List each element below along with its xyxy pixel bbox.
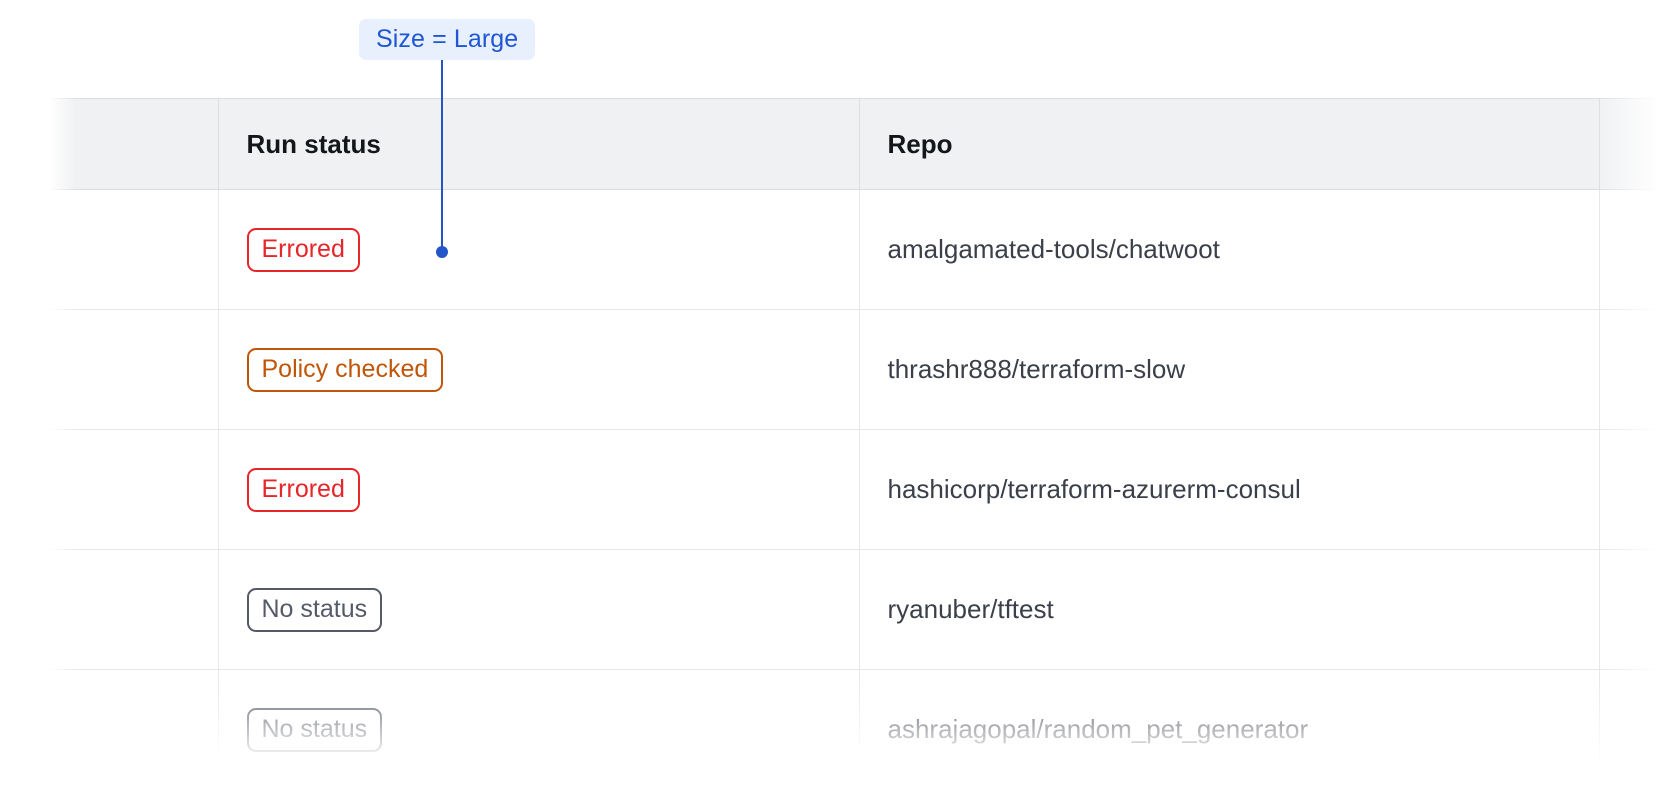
row-repo-cell: amalgamated-tools/chatwoot (859, 189, 1600, 310)
row-extra-cell (1599, 309, 1672, 430)
row-repo-cell: hashicorp/terraform-azurerm-consul (859, 429, 1600, 550)
row-run-status-cell: Policy checked (218, 309, 860, 430)
table-row[interactable]: Errored hashicorp/terraform-azurerm-cons… (50, 429, 1672, 550)
size-annotation-chip[interactable]: Size = Large (359, 19, 536, 60)
status-badge[interactable]: No status (246, 707, 383, 752)
status-badge[interactable]: Policy checked (246, 347, 444, 392)
row-extra-cell (1599, 670, 1672, 788)
repo-name[interactable]: thrashr888/terraform-slow (887, 354, 1186, 384)
row-select-cell[interactable] (50, 669, 219, 788)
row-select-cell[interactable] (50, 189, 219, 310)
table-row[interactable]: No status ryanuber/tftest (50, 549, 1672, 670)
row-select-cell[interactable] (50, 309, 219, 430)
column-header-run-status[interactable]: Run status (218, 98, 860, 190)
row-select-cell[interactable] (50, 429, 219, 550)
row-extra-cell (1599, 549, 1672, 670)
table-row[interactable]: No status ashrajagopal/random_pet_genera… (50, 669, 1672, 788)
column-header-extra[interactable] (1599, 98, 1672, 190)
row-select-cell[interactable] (50, 549, 219, 670)
row-extra-cell (1599, 429, 1672, 550)
column-header-repo[interactable]: Repo (859, 98, 1600, 190)
row-run-status-cell: No status (218, 549, 860, 670)
table-header: Run status Repo (50, 98, 1672, 190)
row-extra-cell (1599, 189, 1672, 310)
table-row[interactable]: Errored amalgamated-tools/chatwoot (50, 189, 1672, 310)
row-repo-cell: ryanuber/tftest (859, 549, 1600, 670)
row-run-status-cell: Errored (218, 189, 860, 310)
status-badge[interactable]: No status (246, 587, 383, 632)
repo-name[interactable]: ryanuber/tftest (887, 594, 1054, 624)
table-body: Errored amalgamated-tools/chatwoot Polic… (50, 189, 1672, 788)
row-repo-cell: ashrajagopal/random_pet_generator (859, 669, 1600, 788)
status-badge[interactable]: Errored (246, 467, 360, 512)
table-header-row: Run status Repo (50, 98, 1672, 190)
row-repo-cell: thrashr888/terraform-slow (859, 309, 1600, 430)
repo-name[interactable]: ashrajagopal/random_pet_generator (887, 714, 1309, 745)
row-run-status-cell: No status (218, 669, 860, 788)
column-header-select[interactable] (50, 98, 219, 190)
table-row[interactable]: Policy checked thrashr888/terraform-slow (50, 309, 1672, 430)
runs-table: Run status Repo Errored amalgamated-tool… (50, 98, 1672, 788)
row-run-status-cell: Errored (218, 429, 860, 550)
repo-name[interactable]: amalgamated-tools/chatwoot (887, 234, 1220, 264)
status-badge[interactable]: Errored (246, 227, 360, 272)
repo-name[interactable]: hashicorp/terraform-azurerm-consul (887, 474, 1301, 504)
runs-table-container[interactable]: Run status Repo Errored amalgamated-tool… (50, 98, 1672, 788)
